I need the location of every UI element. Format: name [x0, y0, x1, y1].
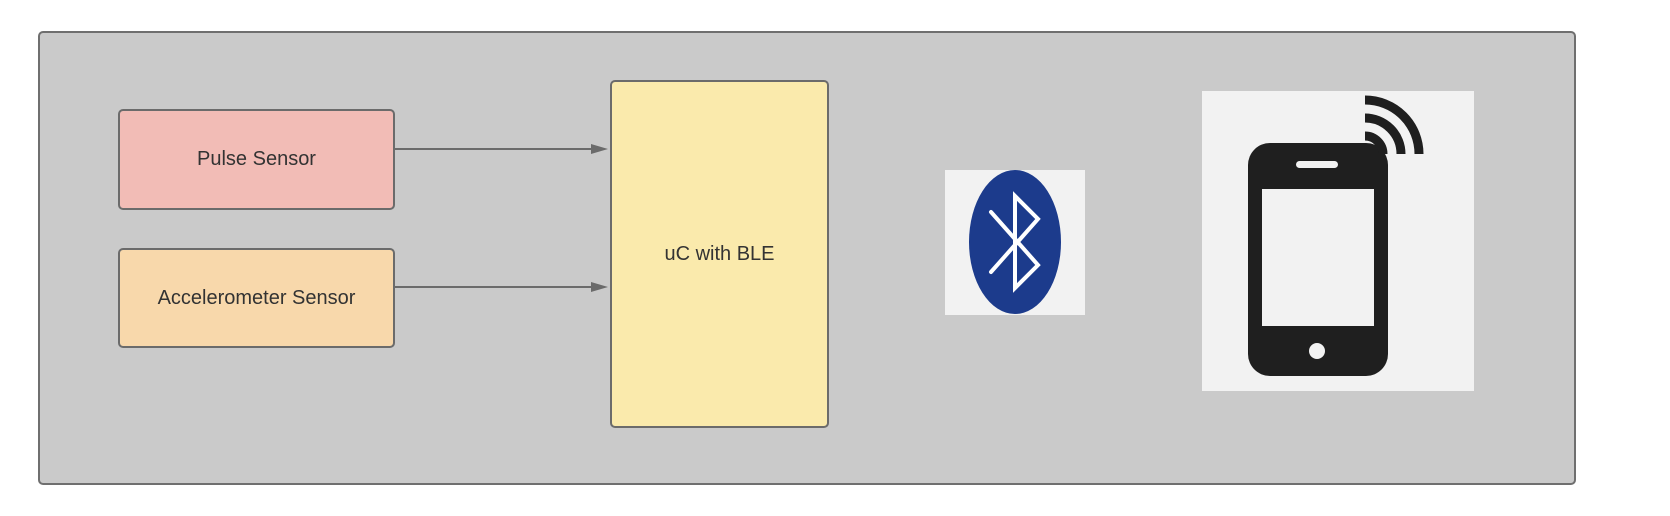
pulse-sensor-block: Pulse Sensor [118, 109, 395, 210]
pulse-sensor-label: Pulse Sensor [197, 148, 316, 170]
smartphone-wireless-icon [1248, 95, 1424, 376]
bluetooth-icon [969, 170, 1061, 314]
microcontroller-label: uC with BLE [664, 242, 775, 265]
accelerometer-sensor-block: Accelerometer Sensor [118, 248, 395, 348]
accelerometer-sensor-label: Accelerometer Sensor [157, 286, 356, 309]
microcontroller-block: uC with BLE [610, 80, 829, 428]
arrow-pulse-to-mcu [395, 144, 608, 154]
bluetooth-icon-tile [945, 170, 1085, 315]
smartphone-icon-tile [1202, 91, 1474, 391]
arrow-accelerometer-to-mcu [395, 282, 608, 292]
